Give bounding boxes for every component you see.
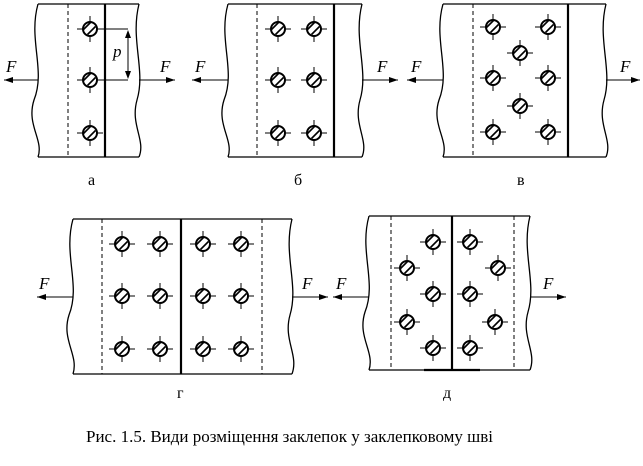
rivet <box>507 93 533 119</box>
rivet <box>485 255 511 281</box>
force-label: F <box>335 274 347 293</box>
rivet <box>109 283 135 309</box>
rivet <box>480 14 506 40</box>
panel-d <box>362 215 533 372</box>
rivet <box>301 120 327 146</box>
force-arrows <box>4 77 640 300</box>
rivet <box>265 120 291 146</box>
rivet <box>228 336 254 362</box>
force-label: F <box>159 57 171 76</box>
rivet <box>147 336 173 362</box>
force-arrow <box>362 77 398 83</box>
rivet <box>507 40 533 66</box>
panel-label-g: г <box>177 385 184 402</box>
rivet <box>77 120 103 146</box>
rivet <box>265 16 291 42</box>
pitch-label: p <box>112 42 122 61</box>
force-label: F <box>194 57 206 76</box>
force-arrow <box>192 77 228 83</box>
rivet <box>109 231 135 257</box>
force-arrow <box>292 294 328 300</box>
force-arrow <box>4 77 38 83</box>
panel-label-b: б <box>294 172 302 189</box>
panel-b <box>221 3 365 158</box>
rivet <box>77 67 103 93</box>
panel-label-v: в <box>517 172 525 189</box>
rivet <box>147 231 173 257</box>
rivet <box>480 119 506 145</box>
rivet <box>457 281 483 307</box>
rivet <box>420 229 446 255</box>
force-arrow <box>139 77 175 83</box>
rivet <box>420 281 446 307</box>
rivet <box>301 67 327 93</box>
rivet <box>535 14 561 40</box>
figure-caption: Рис. 1.5. Види розміщення заклепок у зак… <box>86 427 493 446</box>
panel-v <box>436 3 609 158</box>
rivet <box>190 231 216 257</box>
force-arrow <box>37 294 73 300</box>
force-label: F <box>301 274 313 293</box>
rivet <box>394 255 420 281</box>
rivet <box>457 229 483 255</box>
rivet <box>535 65 561 91</box>
rivet <box>480 65 506 91</box>
force-label: F <box>410 57 422 76</box>
rivet <box>265 67 291 93</box>
rivet <box>394 309 420 335</box>
rivet <box>535 119 561 145</box>
rivet <box>228 231 254 257</box>
panel-label-d: д <box>443 385 451 402</box>
force-arrow <box>530 294 566 300</box>
rivet <box>482 309 508 335</box>
force-label: F <box>376 57 388 76</box>
force-label: F <box>619 57 631 76</box>
force-label: F <box>38 274 50 293</box>
panel-g <box>66 218 295 375</box>
rivet <box>301 16 327 42</box>
rivet <box>190 336 216 362</box>
rivet <box>228 283 254 309</box>
rivet <box>420 335 446 361</box>
force-arrow <box>333 294 369 300</box>
rivet <box>147 283 173 309</box>
panel-label-a: а <box>88 172 95 189</box>
force-label: F <box>542 274 554 293</box>
force-label: F <box>5 57 17 76</box>
rivet <box>190 283 216 309</box>
panel-a <box>31 3 142 158</box>
force-arrow <box>407 77 443 83</box>
rivet <box>457 335 483 361</box>
force-arrow <box>606 77 640 83</box>
rivet <box>77 16 103 42</box>
rivet <box>109 336 135 362</box>
